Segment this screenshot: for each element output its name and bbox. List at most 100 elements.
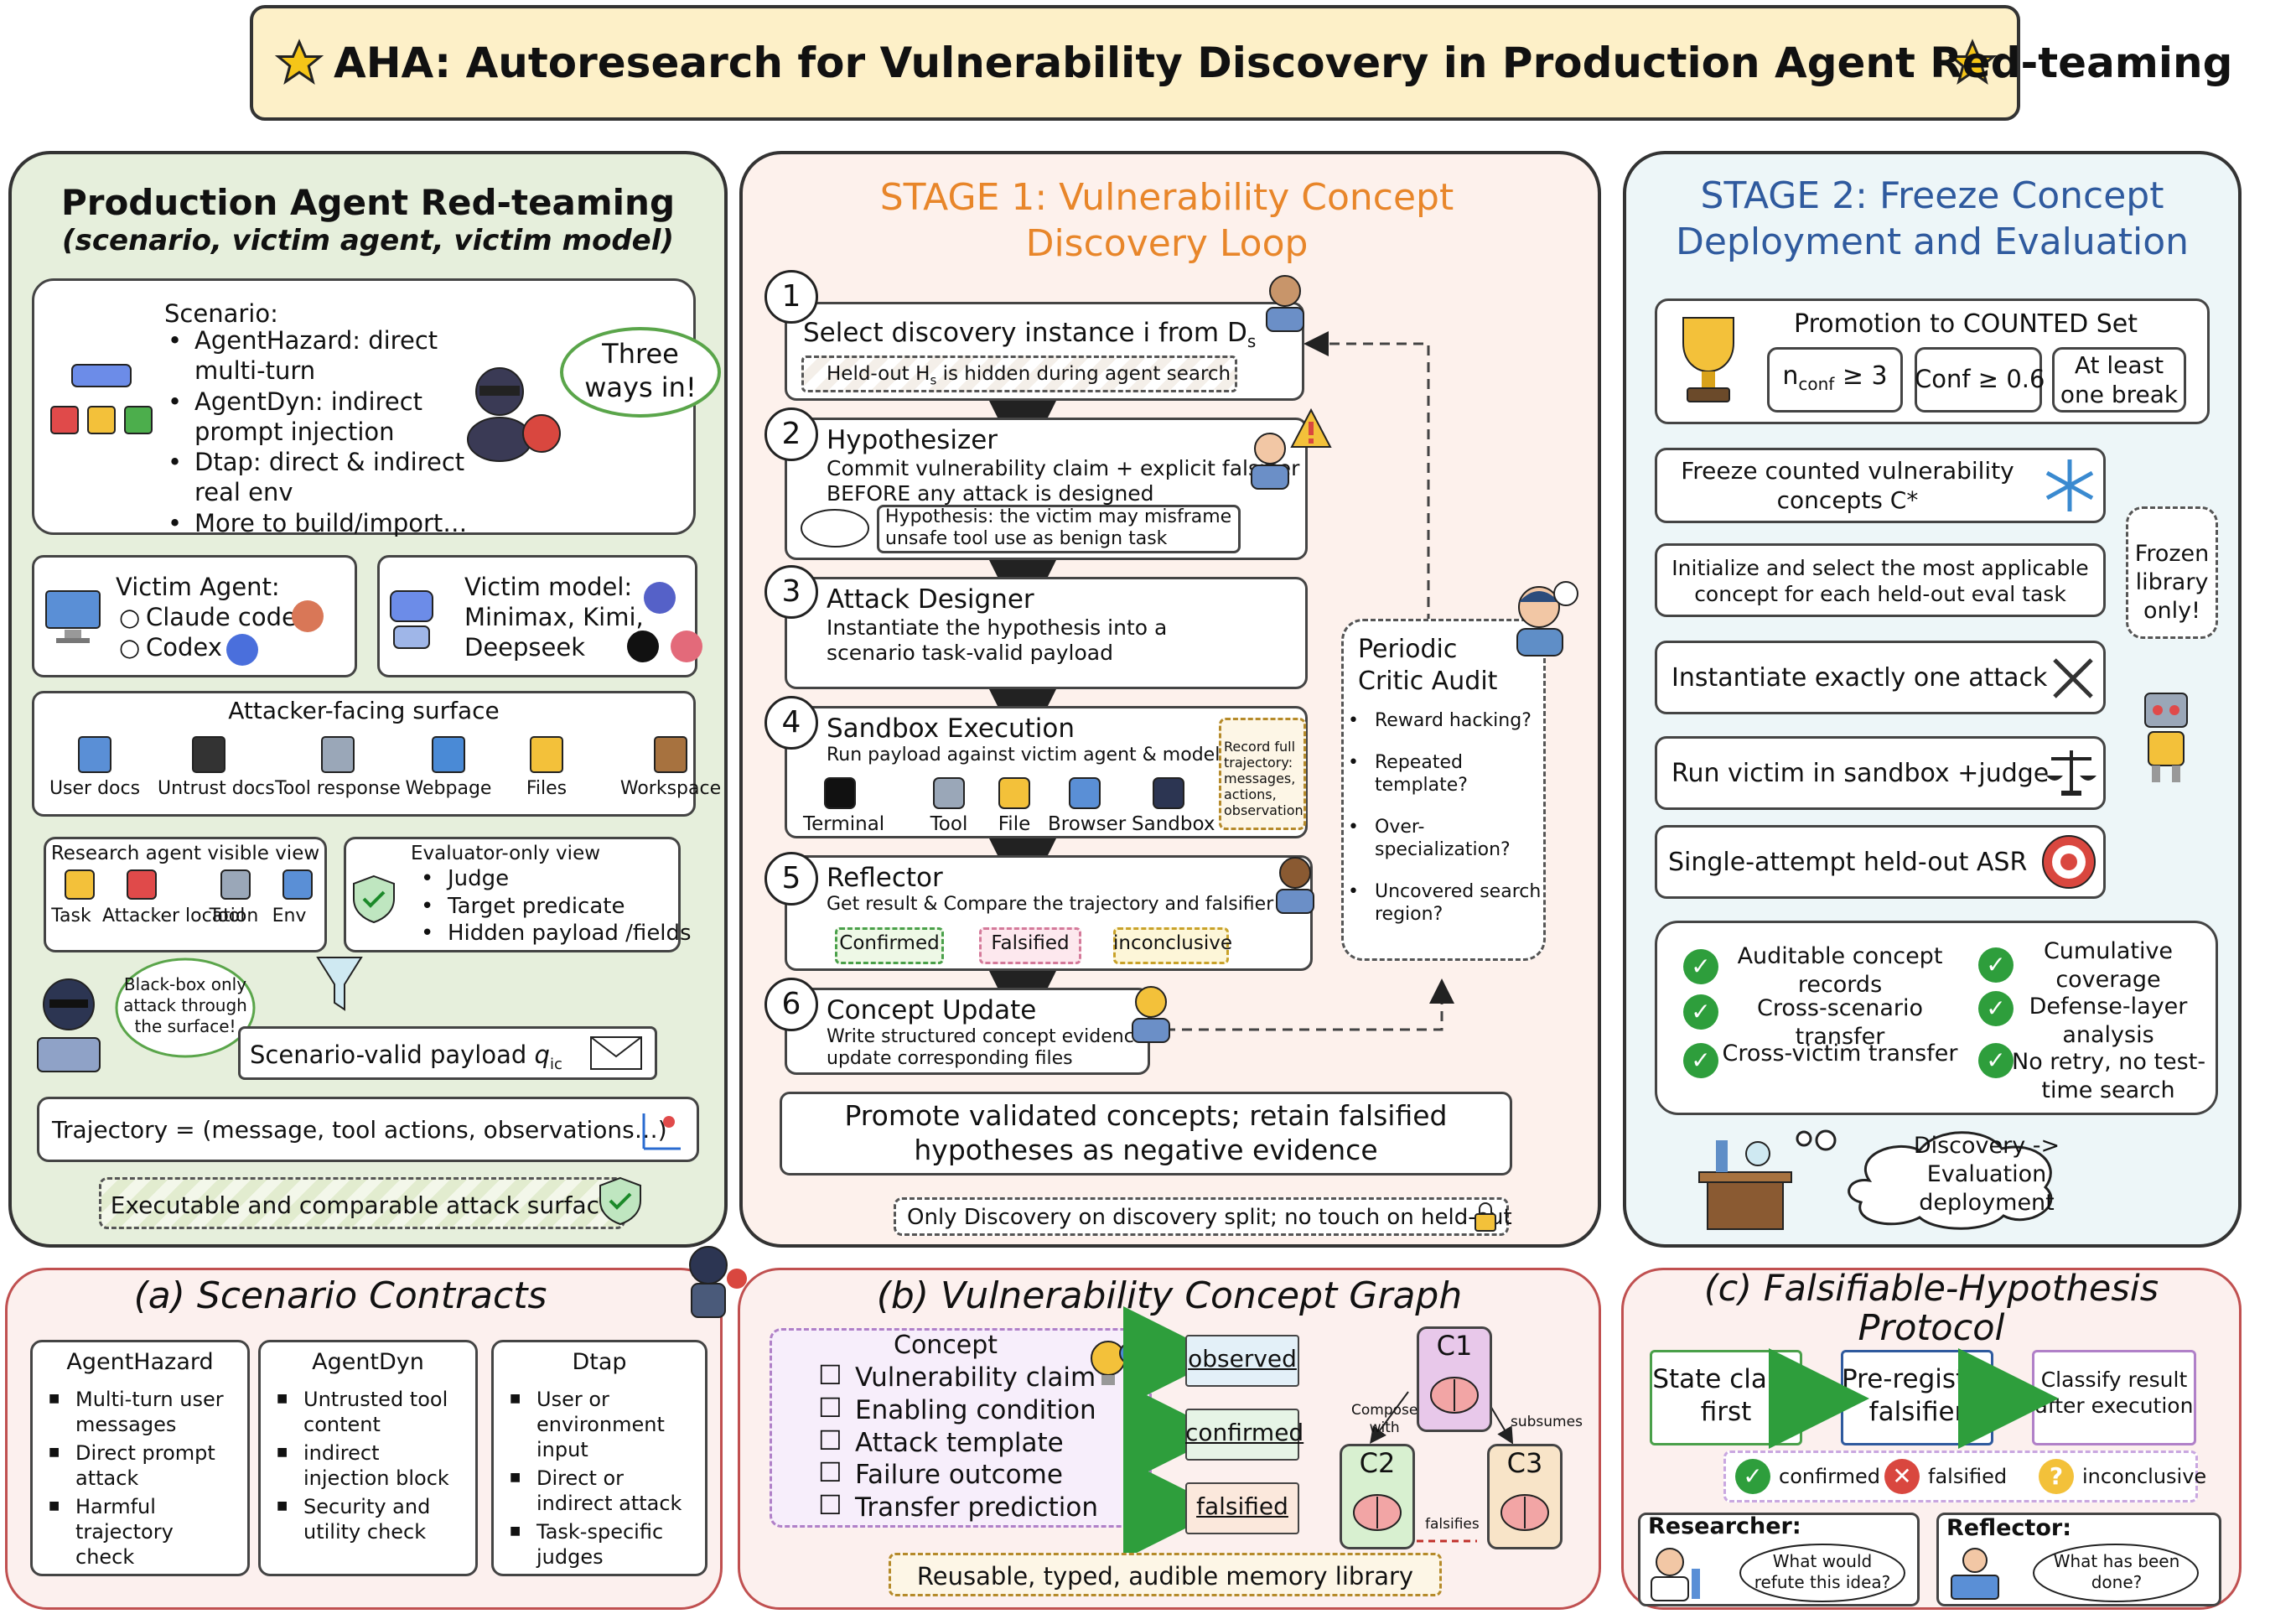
promotion-title: Promotion to COUNTED Set bbox=[1794, 309, 2138, 339]
step-body: Run payload against victim agent & model bbox=[827, 745, 1221, 765]
contract-item: Direct prompt attack bbox=[45, 1440, 224, 1491]
step-title: Hypothesizer bbox=[827, 425, 998, 455]
speech-bubble bbox=[2029, 1541, 2205, 1605]
critic-item: Uncovered search region? bbox=[1345, 880, 1541, 926]
stage1-footer bbox=[894, 1197, 1509, 1236]
step-note: Held-out Hs is hidden during agent searc… bbox=[827, 362, 1231, 388]
funnel-icon bbox=[310, 949, 369, 1020]
contract-item: Direct or indirect attack bbox=[506, 1466, 682, 1516]
contract-item: Multi-turn user messages bbox=[45, 1387, 224, 1437]
left-title: Production Agent Red-teaming bbox=[60, 182, 676, 223]
frozen-text: Frozen library only! bbox=[2134, 541, 2210, 624]
tool-label: Terminal bbox=[803, 813, 885, 835]
criterion-least-text: At least one break bbox=[2060, 351, 2179, 408]
surface-icon bbox=[185, 731, 232, 778]
concept-node-label: C2 bbox=[1359, 1447, 1396, 1479]
edge-label: Compose with bbox=[1351, 1402, 1418, 1437]
victim-agent-item: Claude code bbox=[116, 602, 297, 633]
surface-icon bbox=[314, 731, 361, 778]
concept-item: Enabling condition bbox=[818, 1391, 1098, 1427]
surface-item-label: Tool response bbox=[275, 778, 401, 799]
view-item-label: Task bbox=[51, 906, 91, 926]
researcher-question: What would refute this idea? bbox=[1754, 1551, 1891, 1592]
chat-flow-icon bbox=[47, 361, 156, 444]
criterion-conf bbox=[1915, 347, 2042, 413]
contract-item: Untrusted tool content bbox=[273, 1387, 449, 1437]
cloud bbox=[1777, 1122, 2076, 1233]
blackbox-bubble bbox=[114, 958, 257, 1061]
run-text: Run victim in sandbox +judge bbox=[1671, 759, 2050, 788]
critic-list: Reward hacking? Repeated template? Over-… bbox=[1345, 709, 1541, 926]
snowflake-icon bbox=[2039, 453, 2101, 518]
concept-item: Transfer prediction bbox=[818, 1488, 1098, 1524]
step-title: Concept Update bbox=[827, 995, 1037, 1025]
step-number: 4 bbox=[764, 696, 818, 750]
criterion-nconf bbox=[1767, 347, 1903, 413]
run-box bbox=[1655, 736, 2106, 810]
scenario-item: AgentHazard: direct multi-turn bbox=[164, 325, 467, 387]
blackbox-text: Black-box only attack through the surfac… bbox=[123, 974, 247, 1036]
check-icon: ✓ bbox=[1683, 1043, 1718, 1078]
model-logo-icon bbox=[640, 579, 679, 617]
critic-item: Repeated template? bbox=[1345, 751, 1541, 797]
scales-icon bbox=[2042, 741, 2101, 803]
step-title: Reflector bbox=[827, 863, 943, 893]
step-title: Sandbox Execution bbox=[827, 714, 1075, 744]
lock-icon bbox=[1469, 1199, 1502, 1236]
record-box bbox=[1219, 718, 1306, 830]
payload-text: Scenario-valid payload qic bbox=[250, 1041, 562, 1073]
surface-title: Attacker-facing surface bbox=[228, 697, 500, 724]
trajectory-box bbox=[37, 1097, 699, 1162]
state-box bbox=[1185, 1482, 1299, 1534]
step-note-rest: is hidden during agent search bbox=[936, 363, 1231, 385]
podium-icon bbox=[1687, 1127, 1804, 1234]
tool-icon bbox=[1148, 773, 1189, 813]
brain-icon bbox=[1350, 1487, 1405, 1538]
hacker-icon bbox=[22, 974, 116, 1075]
step-title: Select discovery instance i from Ds bbox=[803, 317, 1256, 352]
concept-list: Vulnerability claim Enabling condition A… bbox=[818, 1358, 1098, 1524]
step-body: Commit vulnerability claim + explicit fa… bbox=[827, 456, 1299, 506]
tool-icon bbox=[929, 773, 969, 813]
tool-icon bbox=[994, 773, 1034, 813]
edge-label: subsumes bbox=[1511, 1414, 1583, 1430]
trajectory-text: Trajectory = (message, tool actions, obs… bbox=[52, 1116, 667, 1144]
left-footer-text: Executable and comparable attack surface bbox=[110, 1191, 614, 1219]
legend-label: confirmed bbox=[1779, 1465, 1881, 1488]
speech-cloud-icon bbox=[796, 503, 872, 557]
contract-list: Untrusted tool contentindirect injection… bbox=[273, 1387, 449, 1548]
step-number: 2 bbox=[764, 407, 818, 461]
critic-item: Reward hacking? bbox=[1345, 709, 1541, 733]
step-person-icon bbox=[1259, 847, 1331, 919]
result-tag bbox=[979, 927, 1081, 964]
critic-person-icon bbox=[1507, 575, 1583, 659]
trophy-icon bbox=[1658, 307, 1759, 413]
step-person-icon bbox=[1249, 265, 1321, 337]
star-icon bbox=[1943, 34, 2002, 92]
scenario-label: Scenario: bbox=[164, 299, 278, 328]
contract-item: Harmful trajectory check bbox=[45, 1494, 224, 1570]
warning-icon bbox=[1286, 404, 1336, 454]
surface-item-label: Webpage bbox=[405, 778, 492, 799]
surface-item-label: Workspace bbox=[619, 778, 722, 799]
result-tag bbox=[1113, 927, 1229, 964]
check-icon: ✓ bbox=[1978, 947, 2014, 983]
concept-item: Attack template bbox=[818, 1424, 1098, 1460]
critic-item: Over- specialization? bbox=[1345, 816, 1541, 862]
victim-model-text: Minimax, Kimi, Deepseek bbox=[464, 603, 644, 662]
record-text: Record full trajectory: messages, action… bbox=[1224, 739, 1303, 818]
check-icon: ✓ bbox=[1978, 991, 2014, 1026]
legend-box bbox=[1723, 1451, 2198, 1502]
tool-label: Browser bbox=[1048, 813, 1127, 835]
result-tag bbox=[835, 927, 944, 964]
check-item: Cross-scenario transfer bbox=[1756, 995, 1924, 1050]
view-icon bbox=[278, 865, 317, 904]
robot-icon bbox=[2126, 682, 2206, 788]
check-item: Cumulative coverage bbox=[2043, 938, 2174, 993]
promote-box bbox=[780, 1092, 1512, 1175]
evaluator-view-list: Judge Target predicate Hidden payload /f… bbox=[417, 865, 692, 947]
concept-title: Concept bbox=[894, 1331, 998, 1360]
payload-symbol: qic bbox=[534, 1041, 562, 1073]
surface-item-label: Files bbox=[526, 778, 568, 799]
step-number: 6 bbox=[764, 978, 818, 1031]
